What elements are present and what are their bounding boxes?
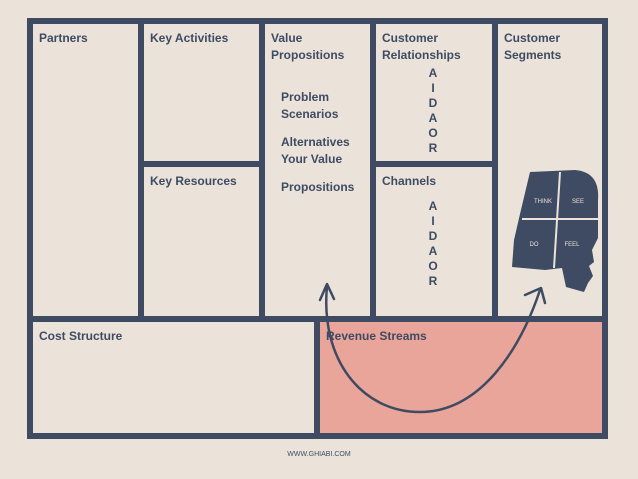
value-item: Problem Scenarios: [281, 90, 339, 121]
value-propositions-block: Value Propositions: [265, 24, 370, 316]
relationship-letters: A I D A O R: [423, 66, 443, 156]
letter: R: [428, 274, 438, 288]
letter: R: [428, 141, 438, 155]
letter: I: [431, 81, 435, 95]
partners-block: Partners: [33, 24, 138, 316]
flow-curve: [324, 284, 542, 414]
channels-title: Channels: [382, 174, 437, 188]
value-item: Propositions: [281, 180, 355, 194]
revenue-streams-title: Revenue Streams: [326, 329, 427, 343]
customer-relationships-block: Customer Relationships: [376, 24, 492, 161]
do-label: DO: [530, 242, 539, 248]
letter: A: [428, 199, 438, 213]
cost-structure-block: Cost Structure: [33, 322, 314, 433]
revenue-streams-block: Revenue Streams: [320, 322, 602, 433]
letter: D: [428, 96, 438, 110]
feel-label: FEEL: [564, 242, 580, 248]
channels-block: Channels: [376, 167, 492, 316]
letter: A: [428, 244, 438, 258]
letter: A: [428, 66, 438, 80]
value-items-list: Problem Scenarios Alternatives Your Valu…: [281, 89, 371, 207]
head-profile-icon: THINK SEE DO FEEL: [512, 170, 599, 292]
cost-structure-title: Cost Structure: [39, 329, 123, 343]
key-resources-title: Key Resources: [150, 174, 237, 188]
customer-segments-title: Customer Segments: [504, 31, 562, 62]
see-label: SEE: [572, 199, 584, 205]
key-activities-title: Key Activities: [150, 31, 229, 45]
customer-relationships-title: Customer Relationships: [382, 31, 461, 62]
key-resources-block: Key Resources: [144, 167, 259, 316]
letter: O: [428, 259, 438, 273]
arrowhead-left: [318, 282, 336, 302]
partners-title: Partners: [39, 31, 88, 45]
letter: A: [428, 111, 438, 125]
value-propositions-title: Value Propositions: [271, 31, 345, 62]
letter: I: [431, 214, 435, 228]
letter: O: [428, 126, 438, 140]
value-item: Alternatives Your Value: [281, 135, 350, 166]
arrowhead-right: [523, 286, 547, 305]
letter: D: [428, 229, 438, 243]
key-activities-block: Key Activities: [144, 24, 259, 161]
footer-url: WWW.GHIABI.COM: [287, 451, 351, 458]
think-label: THINK: [534, 199, 552, 205]
channel-letters: A I D A O R: [423, 199, 443, 289]
